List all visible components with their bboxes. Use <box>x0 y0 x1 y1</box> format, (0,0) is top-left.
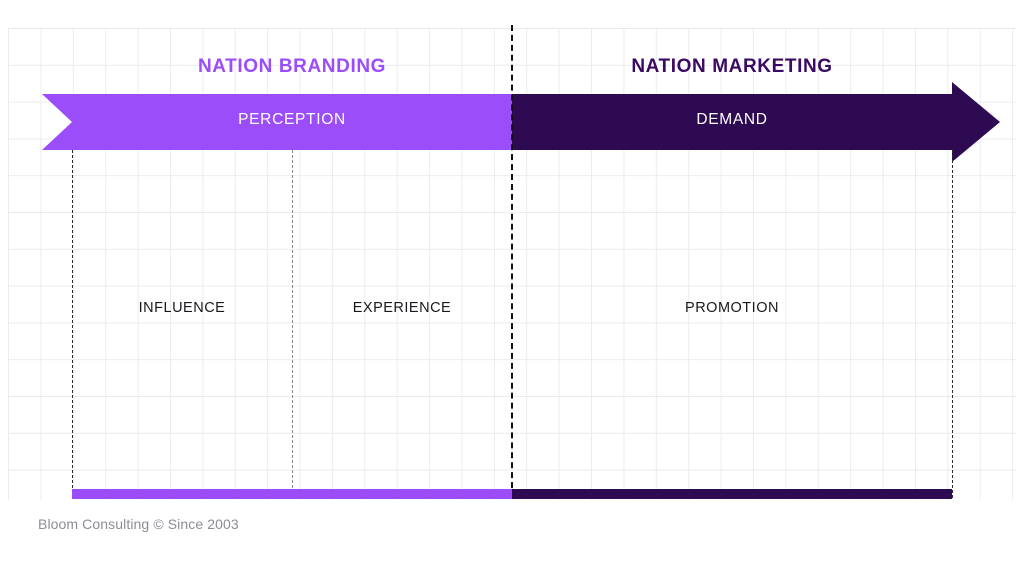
footer-credit: Bloom Consulting © Since 2003 <box>38 516 239 532</box>
nation-branding-heading: NATION BRANDING <box>197 56 387 77</box>
promotion-label: PROMOTION <box>685 300 779 316</box>
demand-label: DEMAND <box>696 111 768 128</box>
perception-label: PERCEPTION <box>238 111 346 128</box>
bottom-rule-bar <box>72 489 952 499</box>
influence-label: INFLUENCE <box>138 300 226 316</box>
bottom-rule-branding <box>72 489 512 499</box>
nation-marketing-heading: NATION MARKETING <box>631 56 833 77</box>
bottom-rule-marketing <box>512 489 952 499</box>
background-grid <box>8 28 1016 500</box>
experience-label: EXPERIENCE <box>352 300 452 316</box>
